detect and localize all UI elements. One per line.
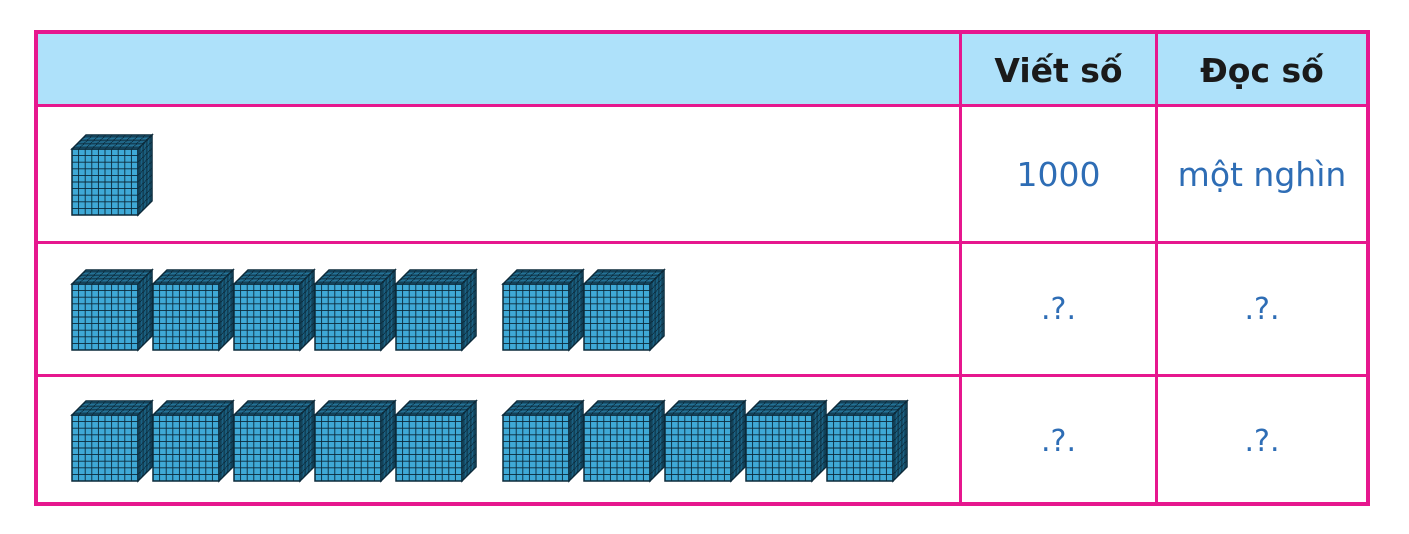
thousand-cube-icon <box>313 268 397 352</box>
thousand-cube-icon <box>232 268 316 352</box>
thousand-cube-icon <box>151 399 235 483</box>
thousand-blocks-group <box>70 268 666 352</box>
thousand-cube-icon <box>744 399 828 483</box>
row-divider <box>38 104 1366 107</box>
thousand-cube-icon <box>501 268 585 352</box>
answer-blank[interactable]: .?. <box>1041 423 1076 459</box>
read-number-cell[interactable]: .?. <box>1158 243 1366 376</box>
write-number-cell: 1000 <box>962 106 1155 243</box>
row-divider <box>38 241 1366 244</box>
answer-blank[interactable]: .?. <box>1244 292 1280 327</box>
write-number-cell[interactable]: .?. <box>962 243 1155 376</box>
thousand-cube-icon <box>501 399 585 483</box>
thousand-cube-icon <box>70 268 154 352</box>
thousand-cube-icon <box>582 268 666 352</box>
answer-blank[interactable]: .?. <box>1244 423 1280 459</box>
thousand-cube-icon <box>70 399 154 483</box>
thousand-cube-icon <box>313 399 397 483</box>
thousand-cube-icon <box>232 399 316 483</box>
write-number-heading: Viết số <box>994 50 1123 90</box>
thousand-cube-icon <box>394 268 478 352</box>
header-read-number: Đọc số <box>1158 34 1366 106</box>
blocks-cell <box>38 243 959 376</box>
thousand-cube-icon <box>663 399 747 483</box>
thousand-blocks-group <box>70 399 909 483</box>
thousand-cube-icon <box>151 268 235 352</box>
column-divider <box>959 34 962 502</box>
blocks-cell <box>38 376 959 506</box>
number-in-words: một nghìn <box>1177 155 1347 194</box>
write-number-cell[interactable]: .?. <box>962 376 1155 506</box>
thousand-cube-icon <box>582 399 666 483</box>
table-header-row: Viết số Đọc số <box>38 34 1366 106</box>
number-table: Viết số Đọc số 1000 một nghìn .?. .?. <box>34 30 1370 506</box>
header-write-number: Viết số <box>962 34 1155 106</box>
thousand-blocks-group <box>70 133 154 217</box>
blocks-cell <box>38 106 959 243</box>
read-number-heading: Đọc số <box>1200 50 1324 90</box>
column-divider <box>1155 34 1158 502</box>
header-picture-cell <box>38 34 959 106</box>
row-divider <box>38 374 1366 377</box>
read-number-cell[interactable]: .?. <box>1158 376 1366 506</box>
table-row: .?. .?. <box>38 376 1366 506</box>
table-row: .?. .?. <box>38 243 1366 376</box>
table-row: 1000 một nghìn <box>38 106 1366 243</box>
thousand-cube-icon <box>825 399 909 483</box>
read-number-cell: một nghìn <box>1158 106 1366 243</box>
written-number: 1000 <box>1016 155 1101 194</box>
thousand-cube-icon <box>70 133 154 217</box>
answer-blank[interactable]: .?. <box>1041 292 1076 327</box>
thousand-cube-icon <box>394 399 478 483</box>
